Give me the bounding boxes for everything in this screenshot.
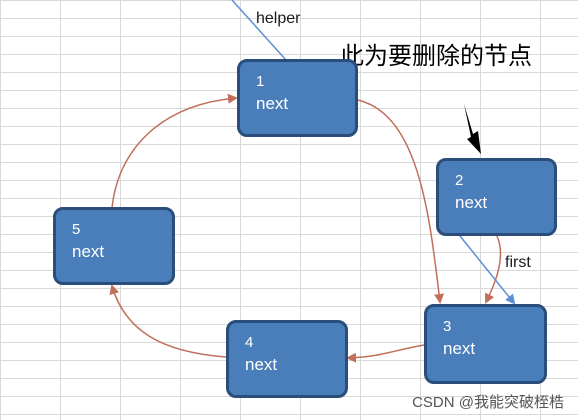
link-2-to-3 xyxy=(485,235,502,304)
node-5: 5 next xyxy=(53,207,175,285)
delete-indicator-arrow xyxy=(464,104,481,154)
link-5-to-1 xyxy=(111,93,238,209)
link-3-to-4 xyxy=(346,344,425,363)
first-label: first xyxy=(505,254,531,271)
helper-label: helper xyxy=(256,10,301,27)
delete-node-note: 此为要删除的节点 xyxy=(340,43,532,70)
node-3-next-field: next xyxy=(443,339,476,358)
node-5-next-field: next xyxy=(72,242,105,261)
link-1-to-3 xyxy=(357,99,444,304)
node-3-number: 3 xyxy=(443,318,452,335)
node-1-number: 1 xyxy=(256,73,265,90)
helper-pointer-line xyxy=(231,0,287,61)
node-2-next-field: next xyxy=(455,193,488,212)
node-4-number: 4 xyxy=(245,334,254,351)
node-2-number: 2 xyxy=(455,172,464,189)
node-2: 2 next xyxy=(436,158,557,236)
link-4-to-5 xyxy=(109,284,227,358)
node-5-number: 5 xyxy=(72,221,81,238)
node-4-next-field: next xyxy=(245,355,278,374)
node-4: 4 next xyxy=(226,320,348,398)
node-1-next-field: next xyxy=(256,94,289,113)
watermark-text: CSDN @我能突破桎梏 xyxy=(412,394,564,411)
node-3: 3 next xyxy=(424,304,547,384)
node-1: 1 next xyxy=(237,59,358,137)
first-pointer-line xyxy=(459,235,516,305)
